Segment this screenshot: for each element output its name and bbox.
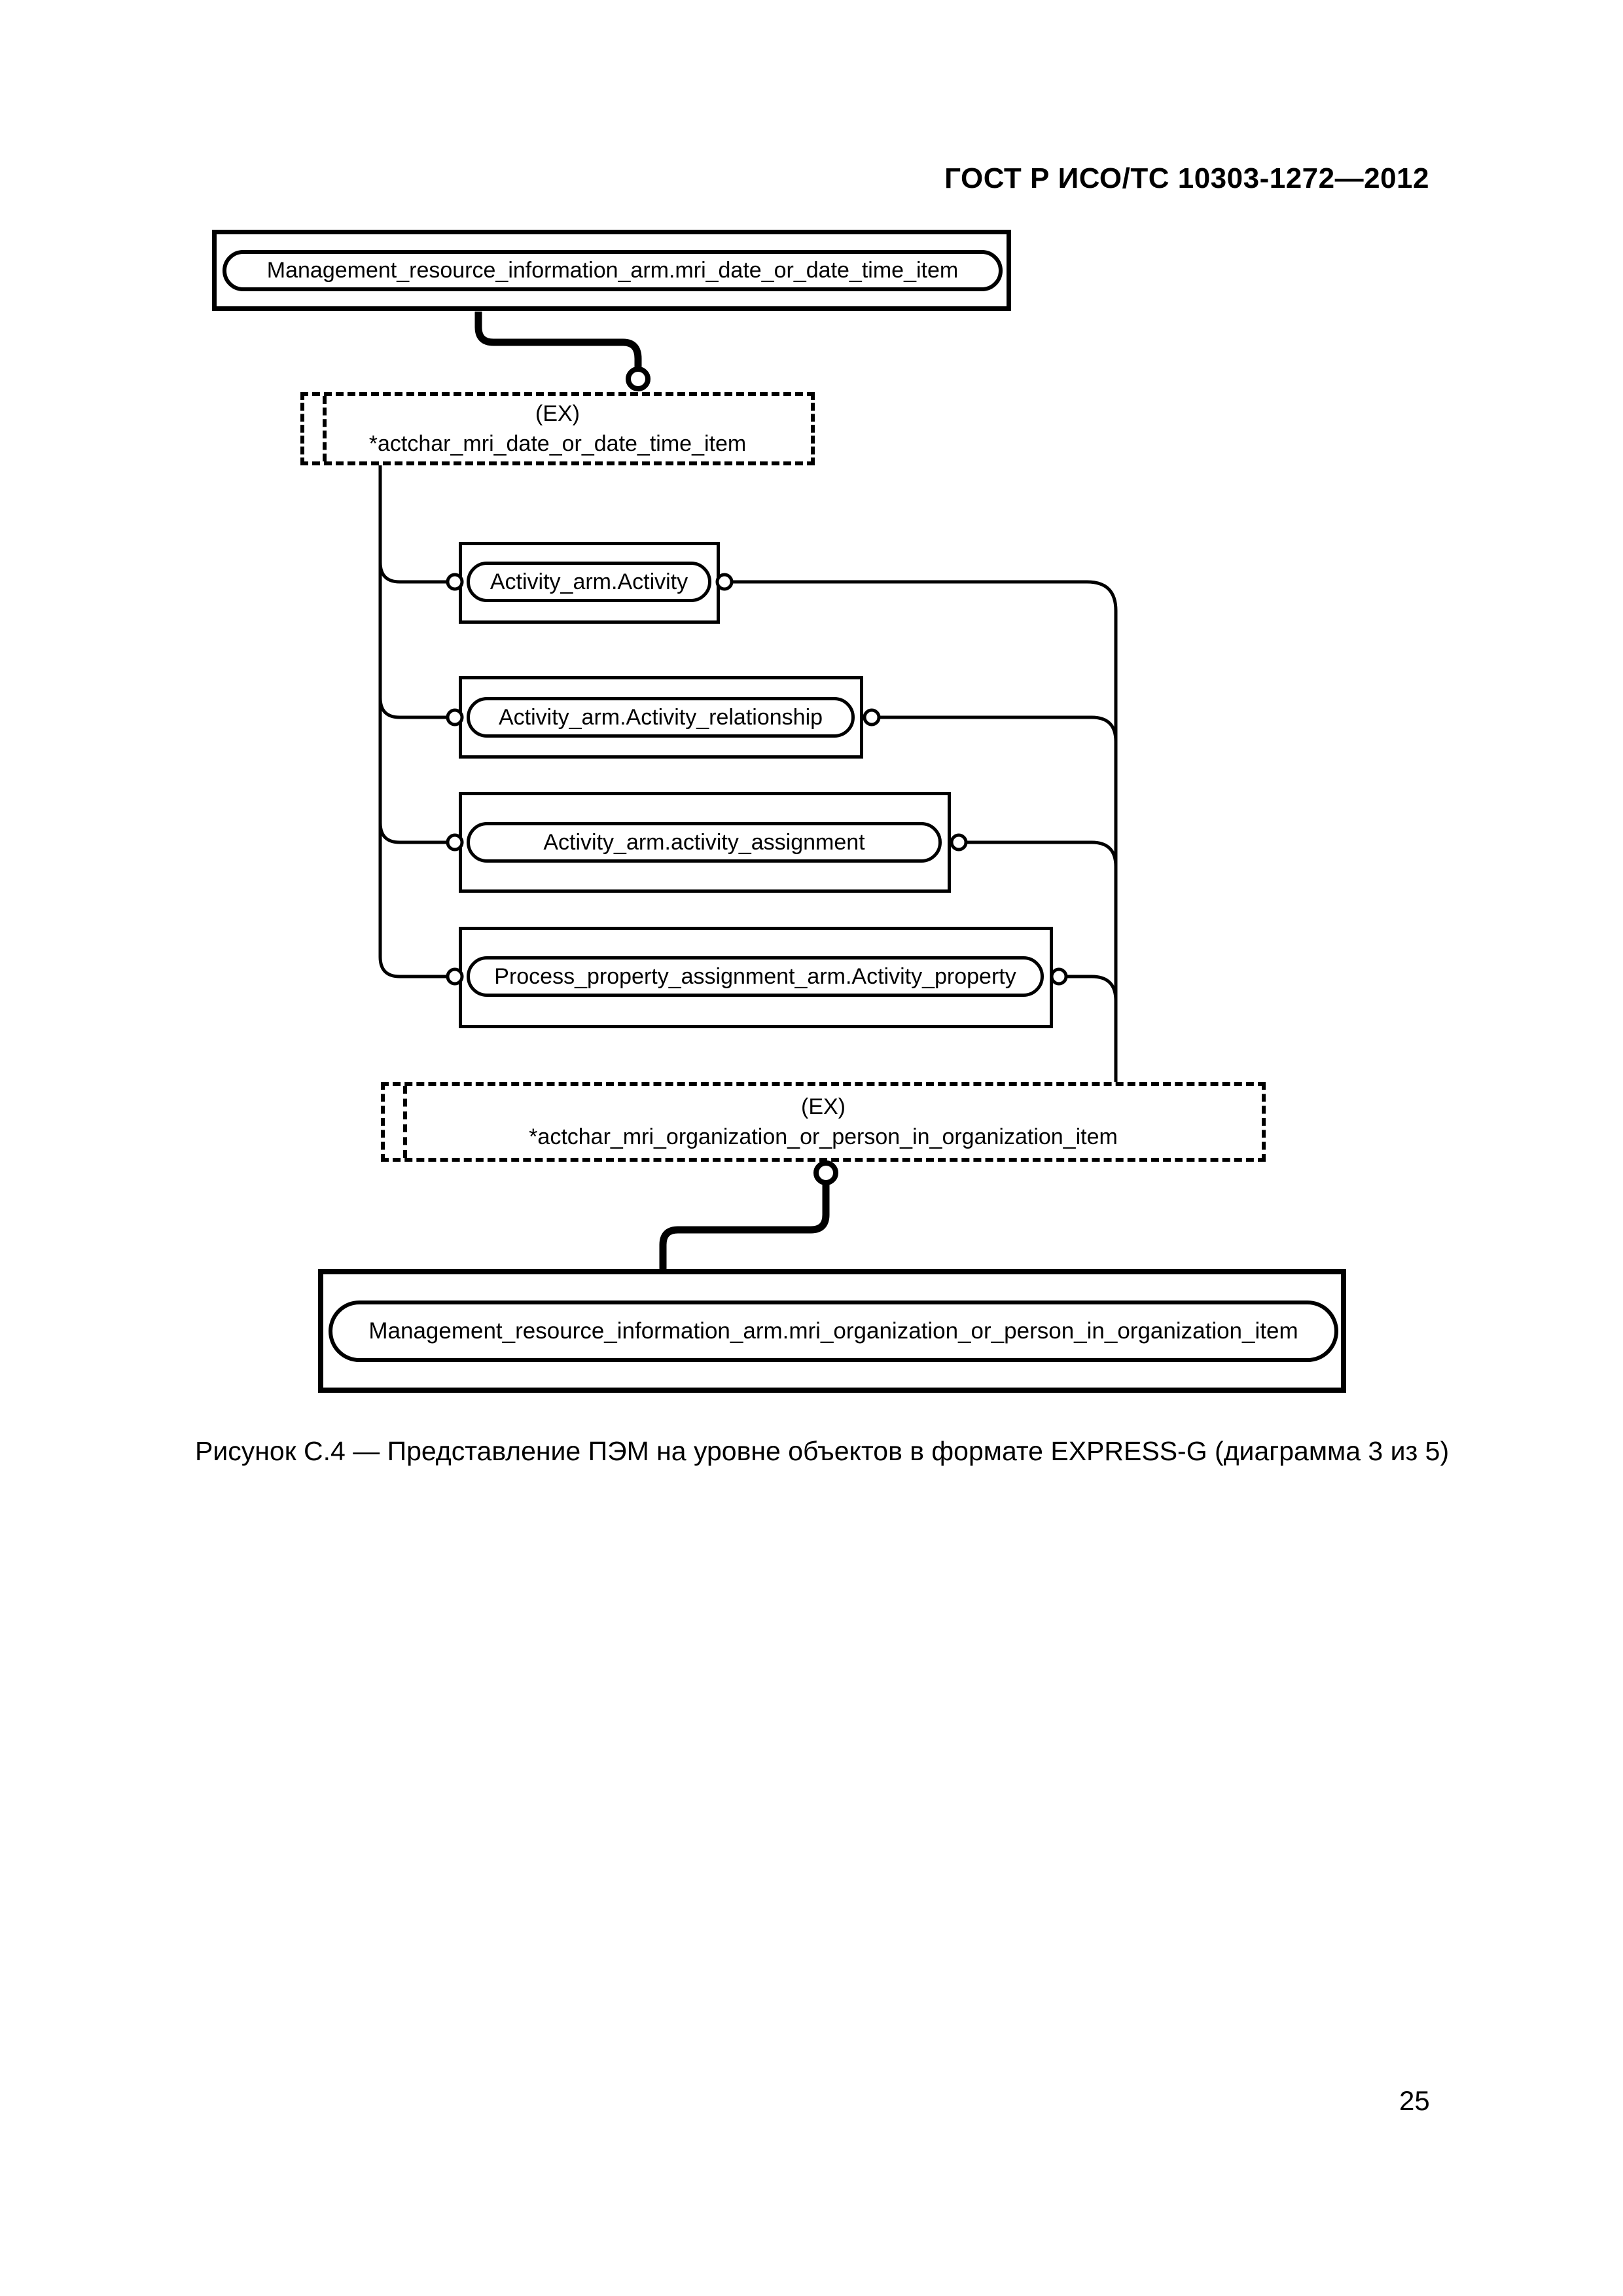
open-circle-ex-date	[626, 367, 651, 391]
entity-pill-activity-property: Process_property_assignment_arm.Activity…	[467, 956, 1044, 997]
ex-box-date-name: *actchar_mri_date_or_date_time_item	[368, 431, 747, 456]
connector-left-trunk	[378, 465, 448, 978]
ex-box-date-prefix: (EX)	[535, 401, 580, 426]
entity-label-activity-relationship: Activity_arm.Activity_relationship	[498, 704, 823, 730]
entity-pill-activity-assignment: Activity_arm.activity_assignment	[467, 822, 942, 863]
ex-box-org-inner-rule	[403, 1086, 407, 1158]
entity-label-activity-assignment: Activity_arm.activity_assignment	[543, 829, 865, 855]
entity-label-activity-property: Process_property_assignment_arm.Activity…	[494, 963, 1016, 989]
entity-pill-activity-relationship: Activity_arm.Activity_relationship	[467, 697, 855, 738]
open-circle-right-activity-property	[1050, 967, 1068, 986]
connector-right-branch-activity-relationship	[879, 715, 1118, 742]
top-entity-box	[212, 230, 1011, 311]
page-number: 25	[1399, 2085, 1430, 2116]
page-header: ГОСТ Р ИСО/ТС 10303-1272—2012	[944, 162, 1429, 194]
ex-box-org-name: *actchar_mri_organization_or_person_in_o…	[529, 1124, 1118, 1149]
connector-ex-org-to-bottom	[659, 1183, 830, 1270]
bottom-entity-pill: Management_resource_information_arm.mri_…	[329, 1300, 1338, 1362]
top-entity-pill: Management_resource_information_arm.mri_…	[223, 250, 1003, 291]
connector-right-branch-activity-assignment	[966, 840, 1118, 867]
connector-right-branch-activity-property	[1066, 975, 1118, 1001]
entity-pill-activity: Activity_arm.Activity	[467, 562, 711, 602]
ex-box-date-inner-rule	[323, 396, 327, 461]
connector-left-branch-activity	[378, 562, 448, 584]
top-entity-label: Management_resource_information_arm.mri_…	[266, 258, 959, 283]
ex-box-date: (EX) *actchar_mri_date_or_date_time_item	[300, 392, 815, 465]
connector-left-branch-activity-assignment	[378, 822, 448, 844]
ex-box-org: (EX) *actchar_mri_organization_or_person…	[381, 1082, 1266, 1162]
open-circle-right-activity-relationship	[863, 708, 881, 726]
bottom-entity-label: Management_resource_information_arm.mri_…	[368, 1318, 1298, 1344]
connector-top-to-ex-date	[474, 312, 642, 368]
connector-left-branch-activity-relationship	[378, 697, 448, 719]
figure-caption: Рисунок С.4 — Представление ПЭМ на уровн…	[195, 1436, 1450, 1466]
ex-box-org-prefix: (EX)	[801, 1094, 846, 1119]
bottom-entity-box	[318, 1269, 1346, 1393]
open-circle-right-activity-assignment	[950, 833, 968, 852]
entity-label-activity: Activity_arm.Activity	[490, 569, 688, 594]
open-circle-ex-org	[813, 1160, 838, 1185]
